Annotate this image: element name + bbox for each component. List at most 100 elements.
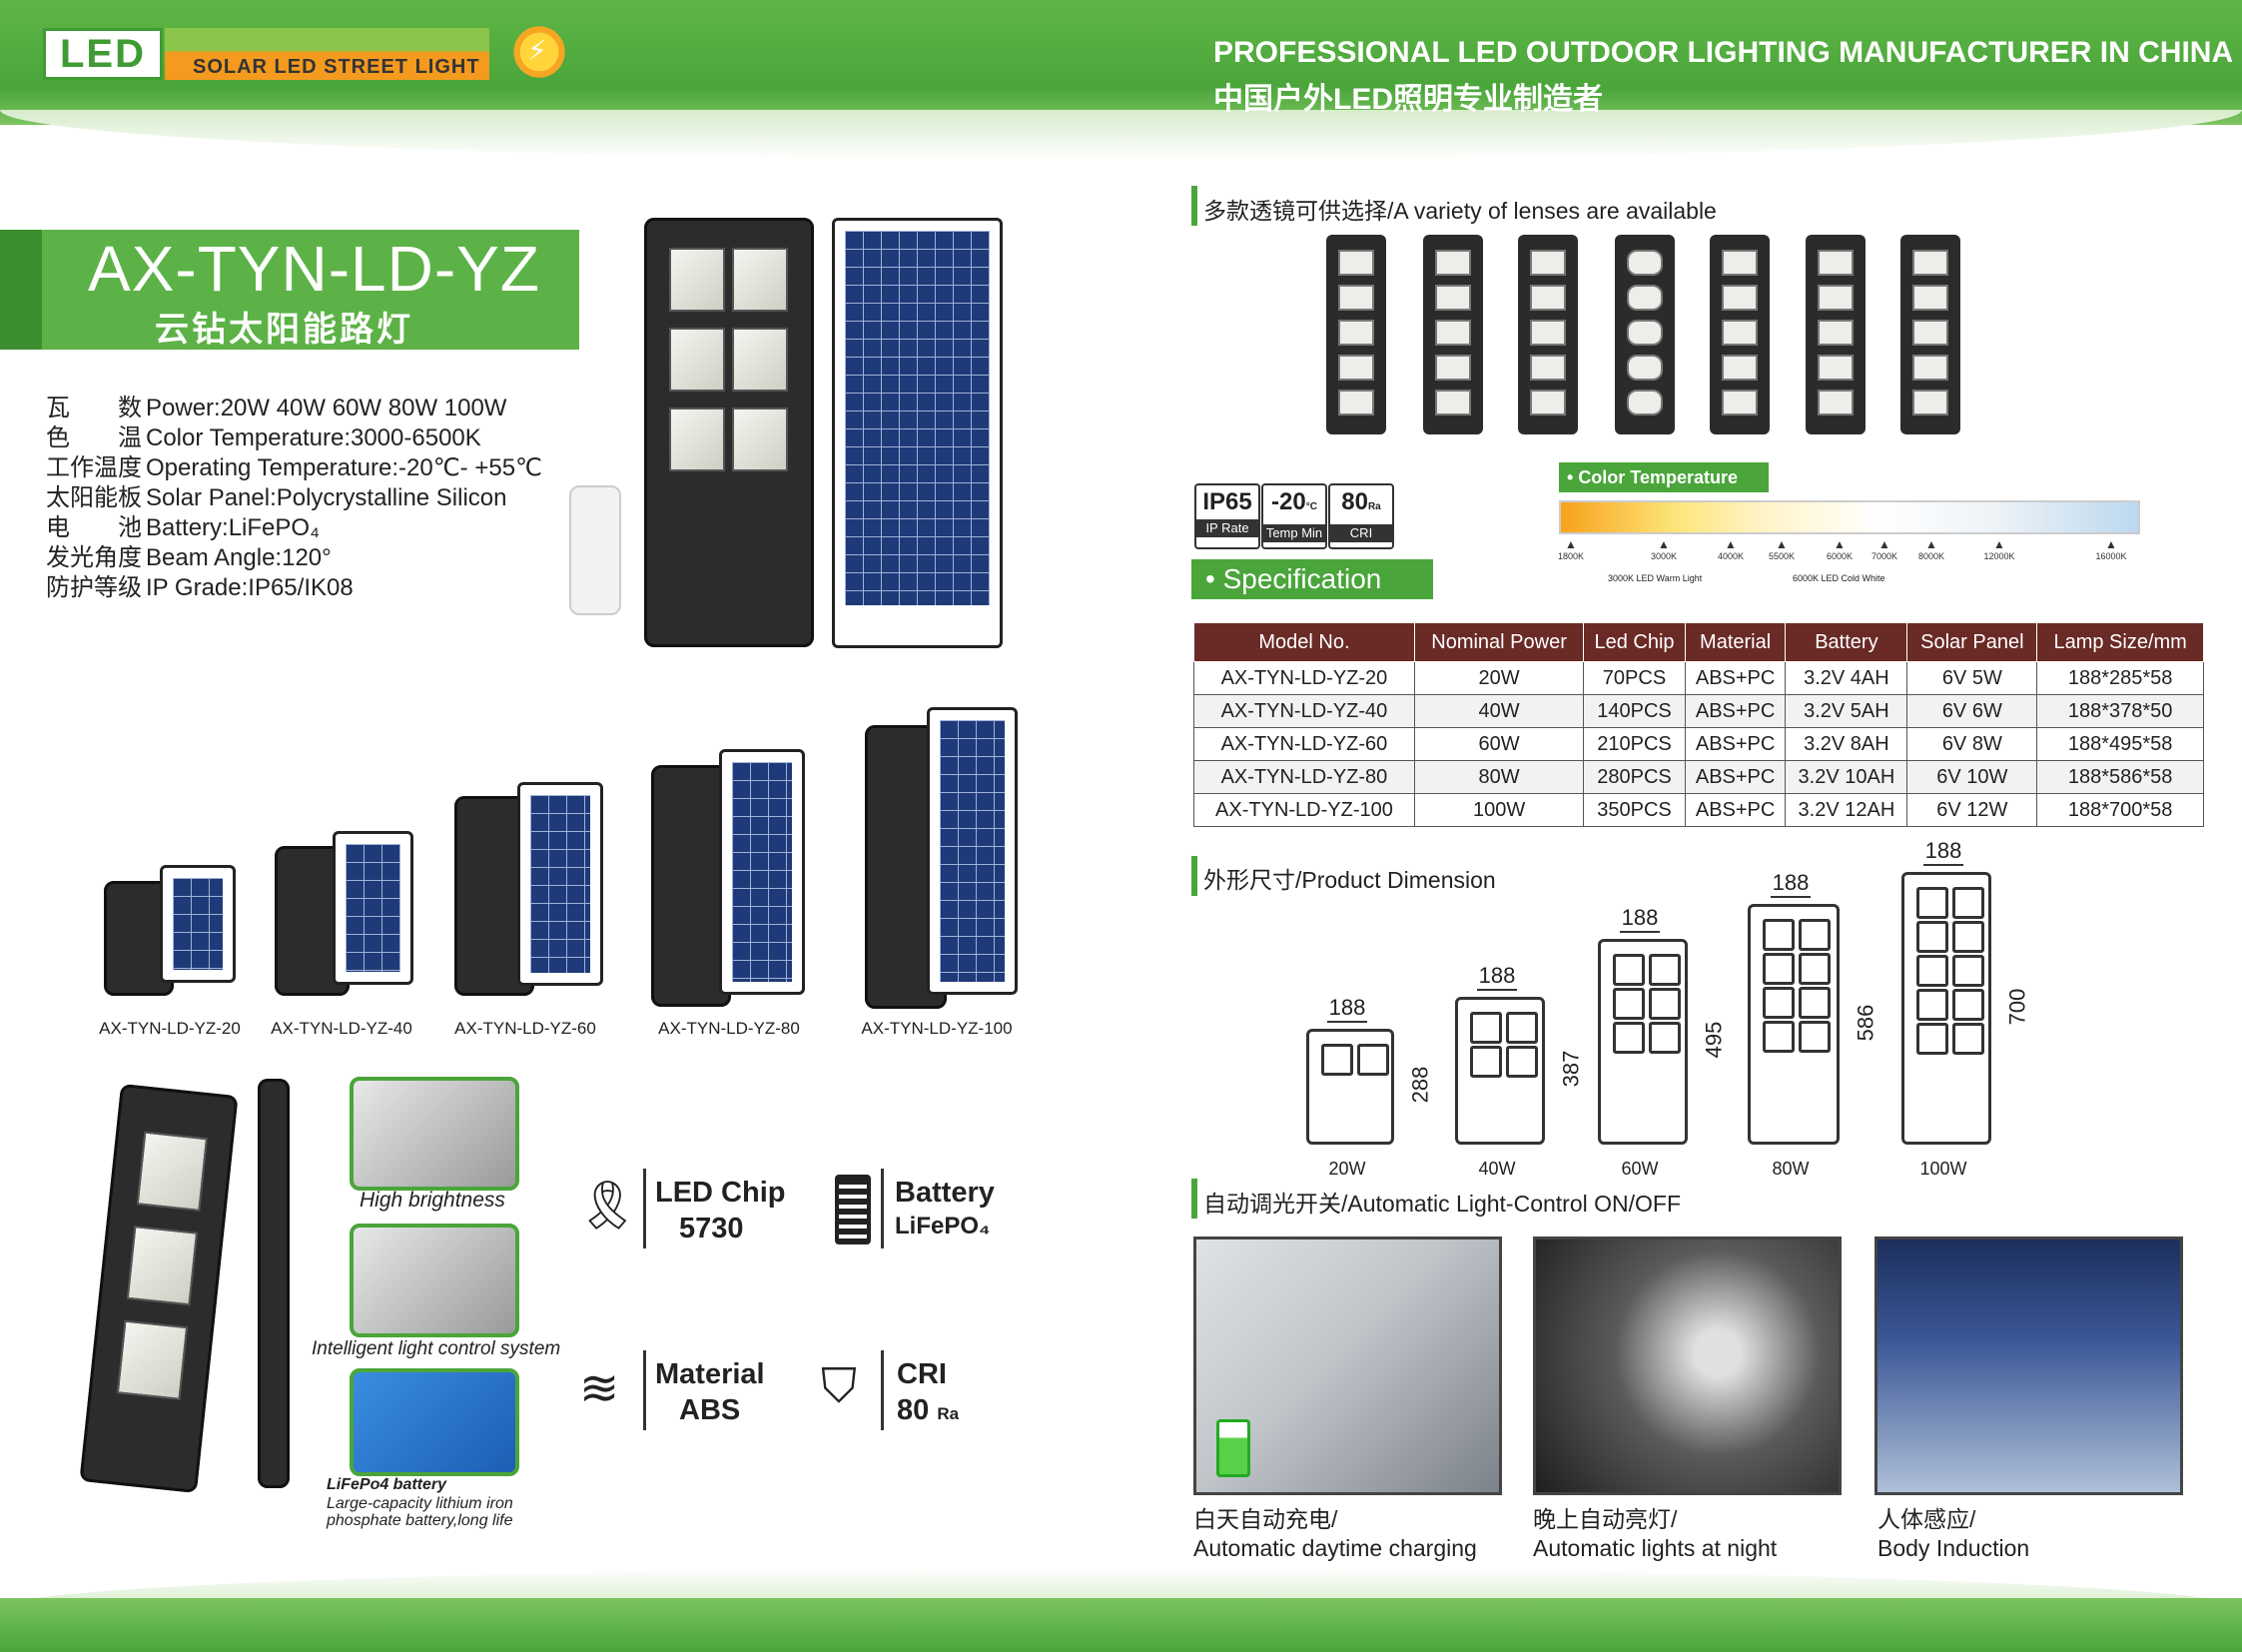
caption: 晚上自动亮灯/Automatic lights at night (1533, 1506, 1778, 1561)
angled-lamp-image (79, 1083, 239, 1494)
dimension-lamp (1598, 939, 1688, 1145)
color-temp-tick: ▲7000K (1870, 537, 1898, 561)
table-cell: 20W (1413, 661, 1585, 695)
table-cell: ABS+PC (1684, 760, 1787, 794)
table-cell: 3.2V 5AH (1785, 694, 1908, 728)
lens-lamp (1326, 235, 1386, 434)
color-temp-tick: ▲5500K (1768, 537, 1796, 561)
lens-lamp (1806, 235, 1866, 434)
header-wave (0, 110, 2242, 160)
dimension-power: 40W (1478, 1159, 1516, 1179)
color-temp-tick: ▲16000K (2095, 537, 2127, 561)
spec-table-header: Nominal Power (1413, 622, 1585, 662)
dimension-width: 188 (1327, 995, 1367, 1023)
dimension-width: 188 (1620, 905, 1660, 933)
table-cell: AX-TYN-LD-YZ-80 (1193, 760, 1415, 794)
spec-table-header: Battery (1785, 622, 1908, 662)
table-cell: 188*495*58 (2036, 727, 2204, 761)
lens-lamp (1518, 235, 1578, 434)
spec-icon-title: CRI (897, 1358, 947, 1390)
table-cell: 60W (1413, 727, 1585, 761)
battery-icon (835, 1175, 871, 1244)
divider (643, 1350, 646, 1430)
table-cell: 210PCS (1583, 727, 1686, 761)
thumb-label: AX-TYN-LD-YZ-60 (454, 1019, 596, 1038)
main-lamp-solar-panel (832, 218, 1003, 648)
table-cell: ABS+PC (1684, 793, 1787, 827)
thumb-lamp (651, 765, 731, 1007)
dimension-title: 外形尺寸/Product Dimension (1203, 867, 1496, 893)
eye-shield-icon: ⛉ (821, 1358, 858, 1414)
model-subtitle: 云钻太阳能路灯 (155, 311, 413, 349)
dimension-lamp (1306, 1029, 1394, 1145)
dimension-power: 80W (1772, 1159, 1810, 1179)
table-cell: ABS+PC (1684, 727, 1787, 761)
color-temp-tick: ▲4000K (1717, 537, 1745, 561)
spec-table-header: Solar Panel (1906, 622, 2038, 662)
sun-bolt-icon (509, 22, 569, 82)
table-cell: 140PCS (1583, 694, 1686, 728)
thumb-panel (160, 865, 236, 983)
dimension-width: 188 (1771, 870, 1811, 898)
table-cell: 280PCS (1583, 760, 1686, 794)
dimension-lamp (1455, 997, 1545, 1145)
tagline-en: PROFESSIONAL LED OUTDOOR LIGHTING MANUFA… (1213, 36, 2234, 69)
spec-icon-title: LED Chip (655, 1177, 786, 1209)
ribbon-icon: 🎗 (577, 1178, 638, 1234)
table-cell: AX-TYN-LD-YZ-100 (1193, 793, 1415, 827)
thumb-label: AX-TYN-LD-YZ-20 (99, 1019, 241, 1038)
divider (643, 1169, 646, 1248)
spec-icon-title: Battery (895, 1177, 995, 1209)
table-cell: ABS+PC (1684, 661, 1787, 695)
divider (881, 1169, 884, 1248)
thumb-label: AX-TYN-LD-YZ-100 (861, 1019, 1013, 1038)
daytime-charging-photo (1193, 1237, 1502, 1495)
spec-icon-value: 80 Ra (897, 1394, 960, 1426)
footer-band (0, 1598, 2242, 1652)
dimension-power: 60W (1621, 1159, 1659, 1179)
spec-table-header: Lamp Size/mm (2036, 622, 2204, 662)
spec-table-header: Led Chip (1583, 622, 1686, 662)
table-cell: ABS+PC (1684, 694, 1787, 728)
section-marker (1191, 856, 1197, 896)
feature-high-brightness-image (350, 1077, 519, 1191)
caption: 人体感应/Body Induction (1877, 1506, 2030, 1561)
table-cell: AX-TYN-LD-YZ-60 (1193, 727, 1415, 761)
table-cell: 188*700*58 (2036, 793, 2204, 827)
table-cell: 6V 10W (1906, 760, 2038, 794)
section-marker (1191, 186, 1197, 226)
color-temp-tick: ▲3000K (1650, 537, 1678, 561)
color-temp-tick: ▲1800K (1557, 537, 1585, 561)
dimension-height: 288 (1407, 1066, 1433, 1104)
table-cell: 3.2V 8AH (1785, 727, 1908, 761)
spec-table-header: Model No. (1193, 622, 1415, 662)
dimension-height: 586 (1853, 1004, 1878, 1041)
spec-icon-value: ABS (679, 1394, 741, 1426)
table-cell: 3.2V 12AH (1785, 793, 1908, 827)
feature-label: High brightness (360, 1189, 505, 1212)
feature-light-control-image (350, 1224, 519, 1337)
table-cell: 3.2V 10AH (1785, 760, 1908, 794)
main-lamp-front (644, 218, 814, 647)
body-induction-photo (1874, 1237, 2183, 1495)
table-cell: 70PCS (1583, 661, 1686, 695)
tagline-cn: 中国户外LED照明专业制造者 (1213, 83, 1603, 116)
feature-battery-image (350, 1368, 519, 1476)
dimension-lamp (1748, 904, 1840, 1145)
table-cell: 6V 5W (1906, 661, 2038, 695)
table-cell: 40W (1413, 694, 1585, 728)
thumb-label: AX-TYN-LD-YZ-40 (271, 1019, 412, 1038)
dimension-height: 495 (1701, 1021, 1727, 1059)
